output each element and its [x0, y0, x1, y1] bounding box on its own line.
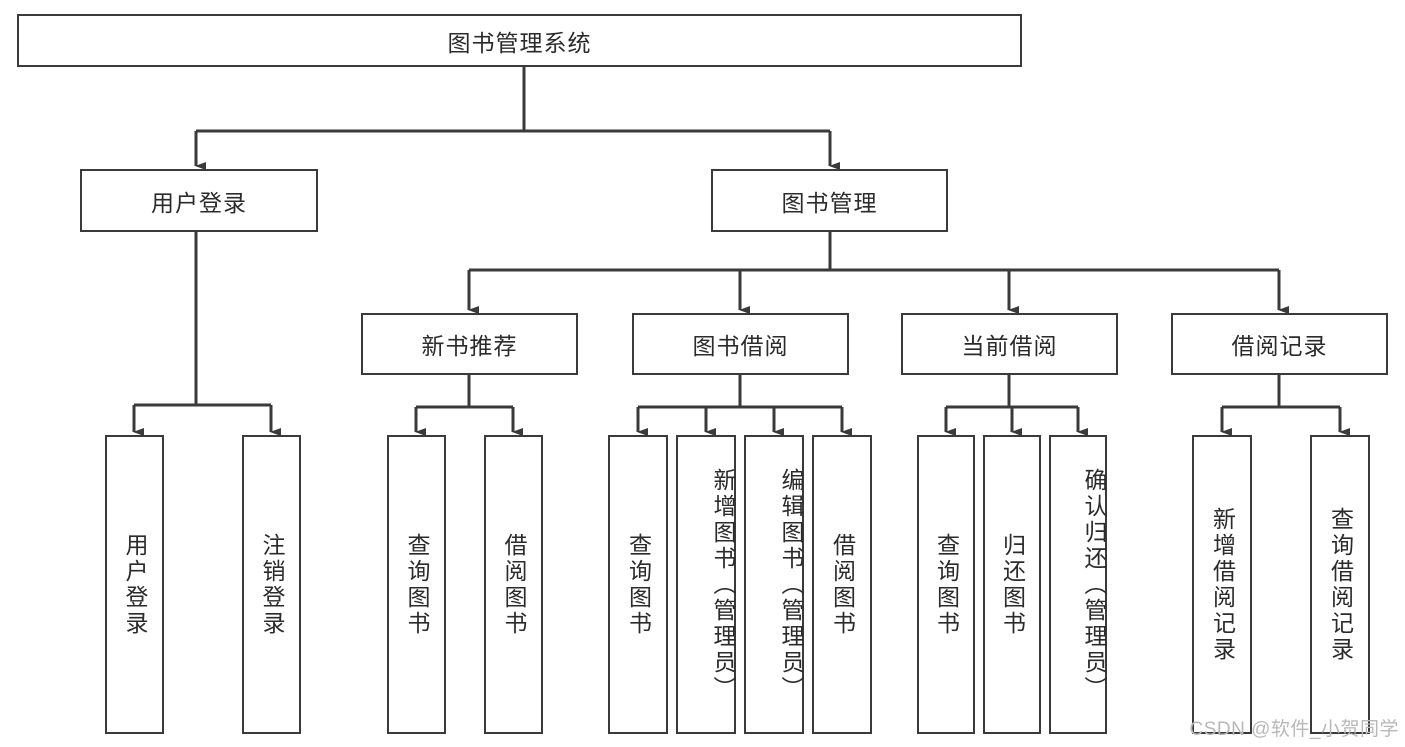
node-leaf-query-book-2-label: 查询图书	[625, 532, 652, 637]
node-leaf-query-book-1[interactable]: 查询图书	[387, 435, 446, 734]
node-root[interactable]: 图书管理系统	[17, 14, 1022, 67]
node-borrow-record-label: 借阅记录	[1231, 333, 1328, 359]
node-user-login-label: 用户登录	[151, 189, 247, 216]
node-leaf-add-borrow-record-label: 新增借阅记录	[1209, 506, 1236, 663]
node-leaf-add-book-admin-label: 新增图书（管理员）	[710, 467, 736, 702]
node-book-borrow[interactable]: 图书借阅	[632, 313, 849, 375]
node-leaf-query-book-3[interactable]: 查询图书	[917, 435, 975, 734]
node-leaf-edit-book-admin-label: 编辑图书（管理员）	[778, 467, 804, 702]
node-leaf-confirm-return-admin-label: 确认归还（管理员）	[1081, 467, 1107, 702]
node-leaf-query-book-3-label: 查询图书	[933, 532, 960, 637]
node-leaf-borrow-book-1[interactable]: 借阅图书	[484, 435, 543, 734]
node-new-book-recommend-label: 新书推荐	[421, 333, 518, 359]
node-leaf-query-borrow-record[interactable]: 查询借阅记录	[1310, 435, 1370, 734]
node-leaf-add-book-admin[interactable]: 新增图书（管理员）	[676, 435, 736, 734]
node-leaf-query-book-1-label: 查询图书	[404, 532, 430, 637]
node-leaf-user-login-label: 用户登录	[122, 532, 148, 637]
node-user-login[interactable]: 用户登录	[80, 169, 318, 232]
node-current-borrow[interactable]: 当前借阅	[901, 313, 1118, 375]
node-leaf-edit-book-admin[interactable]: 编辑图书（管理员）	[744, 435, 804, 734]
node-leaf-return-book[interactable]: 归还图书	[983, 435, 1041, 734]
node-book-management-label: 图书管理	[781, 189, 878, 216]
node-leaf-add-borrow-record[interactable]: 新增借阅记录	[1192, 435, 1252, 734]
node-root-label: 图书管理系统	[447, 29, 592, 56]
node-leaf-borrow-book-2[interactable]: 借阅图书	[812, 435, 872, 734]
node-leaf-return-book-label: 归还图书	[999, 532, 1026, 637]
node-book-borrow-label: 图书借阅	[692, 333, 789, 359]
node-book-management[interactable]: 图书管理	[711, 169, 948, 232]
node-leaf-borrow-book-2-label: 借阅图书	[829, 532, 856, 637]
node-leaf-query-borrow-record-label: 查询借阅记录	[1327, 506, 1354, 663]
node-leaf-user-login[interactable]: 用户登录	[105, 435, 164, 734]
node-leaf-logout-login-label: 注销登录	[259, 532, 285, 637]
node-leaf-confirm-return-admin[interactable]: 确认归还（管理员）	[1049, 435, 1107, 734]
node-leaf-logout-login[interactable]: 注销登录	[242, 435, 301, 734]
node-leaf-borrow-book-1-label: 借阅图书	[501, 532, 527, 637]
node-borrow-record[interactable]: 借阅记录	[1171, 313, 1388, 375]
node-new-book-recommend[interactable]: 新书推荐	[361, 313, 578, 375]
node-current-borrow-label: 当前借阅	[961, 333, 1058, 359]
watermark-text: CSDN @软件_小贺同学	[1189, 719, 1399, 740]
node-leaf-query-book-2[interactable]: 查询图书	[608, 435, 668, 734]
